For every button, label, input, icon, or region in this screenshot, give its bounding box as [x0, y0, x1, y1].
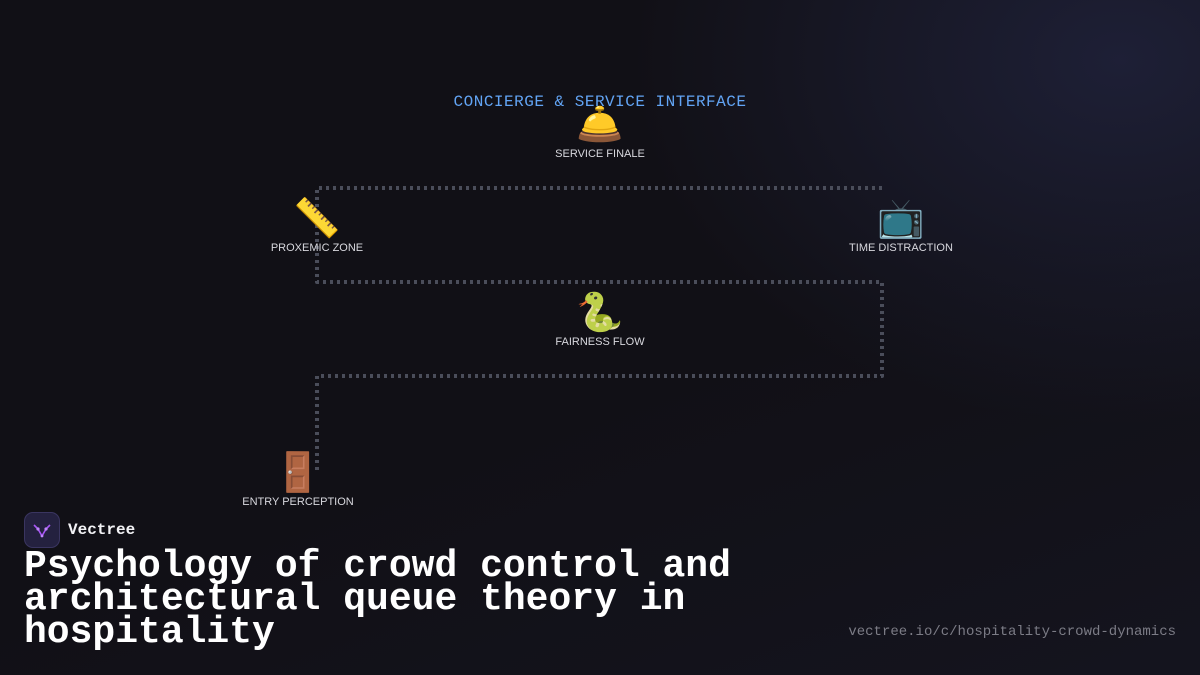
node-label: FAIRNESS FLOW: [555, 336, 645, 348]
node-label: TIME DISTRACTION: [849, 242, 953, 254]
node-service-finale: 🛎️ SERVICE FINALE: [500, 104, 700, 160]
diagram-title: CONCIERGE & SERVICE INTERFACE: [453, 93, 747, 111]
door-icon: 🚪: [274, 452, 322, 494]
node-label: PROXEMIC ZONE: [270, 242, 364, 254]
node-proxemic-zone: 📏 PROXEMIC ZONE: [217, 198, 417, 254]
snake-icon: 🐍: [576, 292, 624, 334]
vectree-logo-icon: [24, 512, 60, 548]
node-entry-perception: 🚪 ENTRY PERCEPTION: [198, 452, 398, 508]
node-label: ENTRY PERCEPTION: [242, 496, 354, 508]
bell-icon: 🛎️: [576, 104, 624, 146]
brand[interactable]: Vectree: [24, 512, 135, 548]
tv-icon: 📺: [877, 198, 925, 240]
brand-name: Vectree: [68, 521, 136, 539]
ruler-icon: 📏: [293, 198, 341, 240]
node-time-distraction: 📺 TIME DISTRACTION: [801, 198, 1001, 254]
source-url[interactable]: vectree.io/c/hospitality-crowd-dynamics: [848, 624, 1176, 640]
node-fairness-flow: 🐍 FAIRNESS FLOW: [500, 292, 700, 348]
serpentine-queue-path: [315, 186, 884, 470]
node-label: SERVICE FINALE: [555, 148, 645, 160]
page-title: Psychology of crowd control and architec…: [24, 545, 731, 654]
